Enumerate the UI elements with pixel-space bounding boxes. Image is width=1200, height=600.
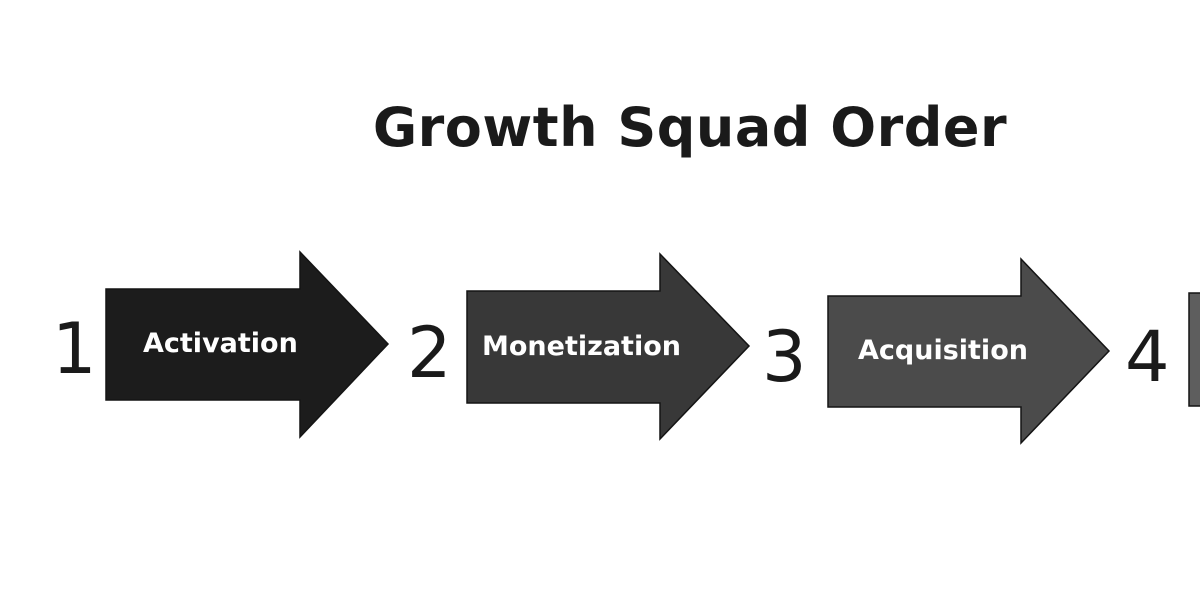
step-number-3: 3: [762, 316, 807, 398]
diagram-title: Growth Squad Order: [372, 96, 1008, 159]
step-label-acquisition: Acquisition: [858, 335, 1028, 366]
step-label-activation: Activation: [143, 328, 298, 359]
step-number-2: 2: [407, 312, 452, 394]
arrow-step-4: [1188, 292, 1200, 407]
step-number-4: 4: [1125, 316, 1170, 398]
step-label-monetization: Monetization: [482, 331, 681, 362]
step-number-1: 1: [52, 308, 97, 390]
